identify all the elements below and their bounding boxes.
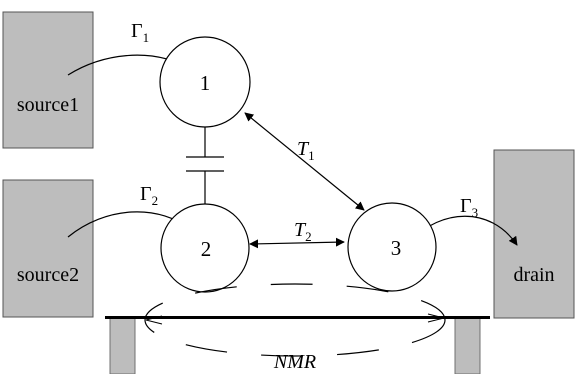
source2-label: source2 — [17, 264, 79, 286]
dot-3 — [347, 202, 437, 292]
nmr-arrowhead-right — [427, 313, 445, 323]
source2-reservoir — [2, 179, 94, 318]
dot-1 — [159, 36, 251, 128]
nmr-loop — [144, 283, 446, 357]
right-pillar — [454, 317, 481, 374]
left-pillar — [109, 317, 136, 374]
t1-label: T1 — [297, 138, 315, 163]
gamma1-label: Γ1 — [131, 20, 149, 45]
dot-3-label: 3 — [391, 236, 402, 260]
gamma3-label: Γ3 — [460, 195, 478, 220]
dot-2 — [160, 203, 250, 293]
t1-tunnel-arrow — [244, 112, 365, 211]
dot-2-label: 2 — [201, 237, 212, 261]
source1-label: source1 — [17, 94, 79, 116]
nmr-arrowhead-left — [145, 315, 163, 325]
nmr-label: NMR — [273, 351, 316, 373]
t2-label: T2 — [294, 219, 312, 244]
drain-label: drain — [513, 264, 554, 286]
dot-1-label: 1 — [200, 71, 211, 95]
gamma2-label: Γ2 — [140, 183, 158, 208]
drain-reservoir — [493, 149, 575, 319]
source1-reservoir — [2, 11, 94, 149]
t2-tunnel-arrow — [249, 237, 345, 249]
